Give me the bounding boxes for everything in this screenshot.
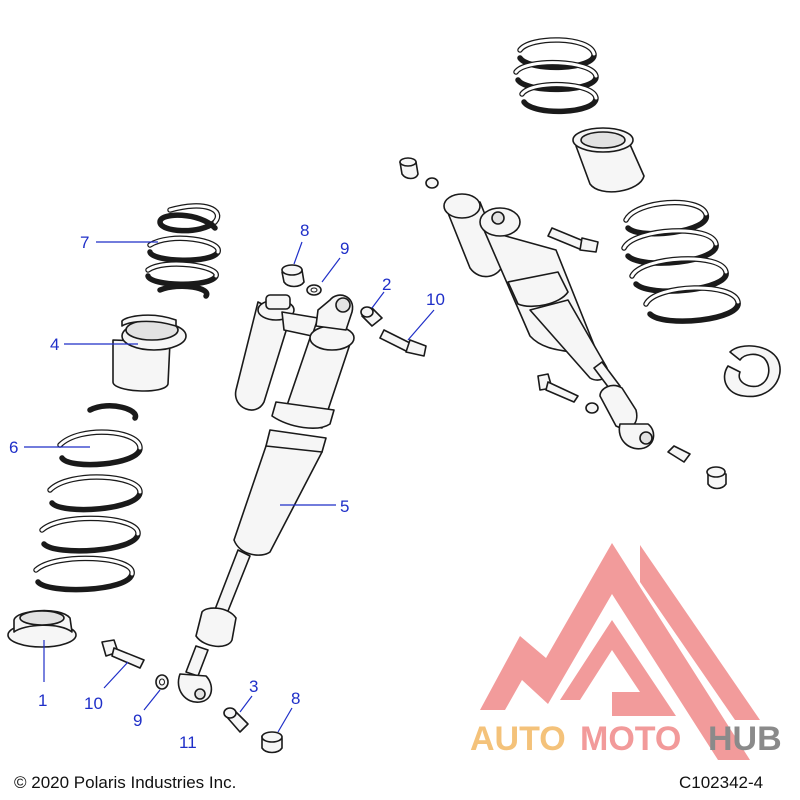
bolt-part-10-top	[379, 329, 427, 357]
callout-leaders	[24, 241, 435, 733]
watermark-moto: MOTO	[580, 720, 681, 758]
callout-9-bottom: 9	[133, 711, 142, 730]
callout-11: 11	[179, 733, 197, 752]
bushing-part-2	[360, 306, 383, 327]
main-spring-part-6	[33, 403, 143, 593]
upper-spring-right	[513, 37, 599, 114]
nut-part-8-bottom	[261, 731, 283, 754]
callout-3: 3	[249, 677, 258, 696]
callout-2: 2	[382, 275, 391, 294]
callout-8-top: 8	[300, 221, 309, 240]
callout-9-top: 9	[340, 239, 349, 258]
spring-spacer-part-4	[112, 314, 187, 392]
watermark-auto: AUTO	[470, 720, 566, 758]
washer-part-9-top	[306, 284, 322, 296]
callout-1: 1	[38, 691, 47, 710]
callout-10-bottom: 10	[84, 694, 103, 713]
callout-6: 6	[9, 438, 18, 457]
shock-absorber-part-5	[177, 294, 355, 703]
spring-seat-right	[723, 345, 781, 398]
callout-5: 5	[340, 497, 349, 516]
callout-4: 4	[50, 335, 59, 354]
automotohub-logo	[480, 543, 760, 760]
washer-part-9-bottom	[155, 674, 169, 690]
bolt-part-10-bottom	[101, 639, 145, 669]
assembled-shock-right	[399, 157, 727, 490]
callout-10-top: 10	[426, 290, 445, 309]
bushing-part-3	[223, 707, 249, 733]
figure-code: C102342-4	[679, 773, 763, 792]
copyright-text: © 2020 Polaris Industries Inc.	[14, 773, 236, 792]
nut-part-8-top	[281, 264, 305, 288]
callout-7: 7	[80, 233, 89, 252]
callout-8-bottom: 8	[291, 689, 300, 708]
spring-seat-part-1	[7, 609, 77, 648]
lower-spring-right	[621, 199, 741, 324]
spacer-right	[572, 127, 645, 193]
upper-spring-part-7	[145, 203, 221, 299]
watermark-hub: HUB	[708, 720, 782, 758]
